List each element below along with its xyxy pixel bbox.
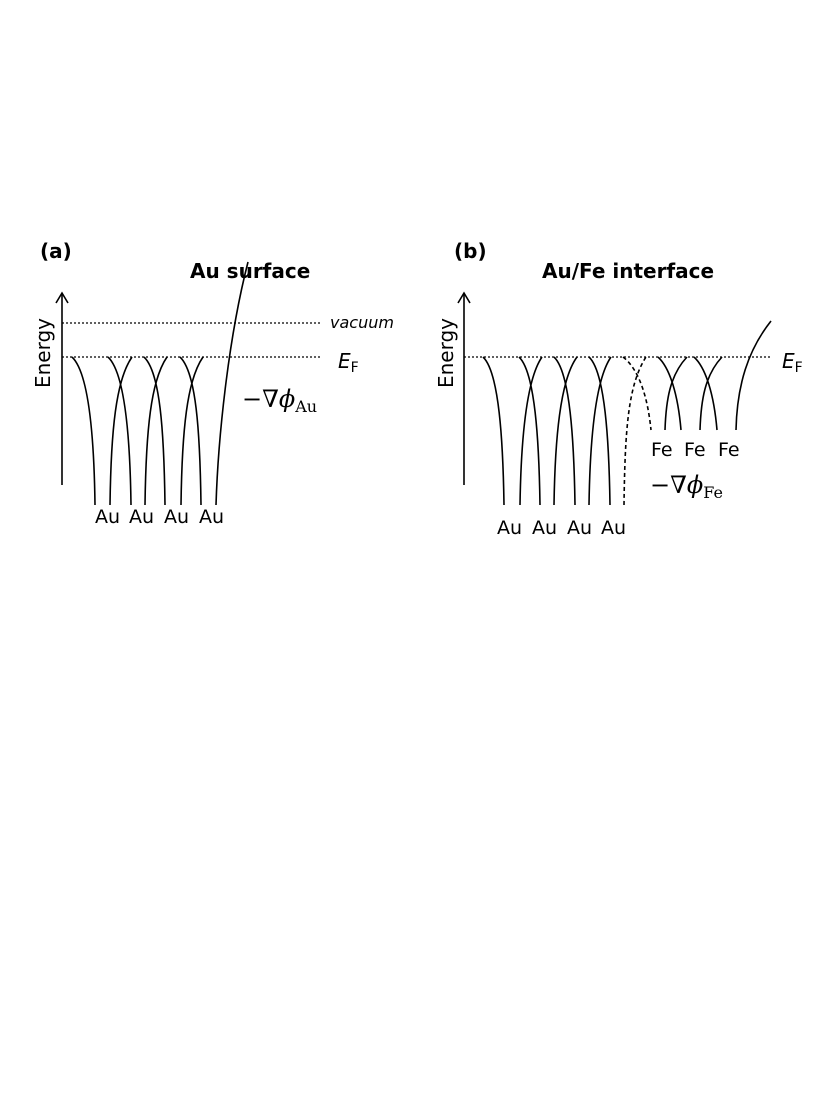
panel-b-gradient-label: −∇ϕFe xyxy=(650,471,723,502)
panel-a-energy-label: Energy xyxy=(31,318,55,388)
panel-a-atom-label: Au xyxy=(95,506,120,528)
panel-b-fe-atom-label: Fe xyxy=(684,439,706,461)
panel-b-energy-label: Energy xyxy=(434,318,458,388)
panel-b-au-atom-label: Au xyxy=(601,517,626,539)
panel-b: (b) Au/Fe interface Energy EF Fe Fe Fe xyxy=(434,239,803,539)
panel-a-potential-curve xyxy=(107,356,132,506)
panel-a-vacuum-label: vacuum xyxy=(330,313,394,332)
panel-a-potential-curve xyxy=(180,356,204,506)
panel-b-interface-dashed-curve xyxy=(623,356,647,506)
panel-a-atom-label: Au xyxy=(129,506,154,528)
panel-a-title: Au surface xyxy=(190,259,310,283)
panel-b-fe-potential-curve xyxy=(657,356,682,431)
panel-b-au-potential-curve xyxy=(553,356,578,506)
panel-b-gradient-main: −∇ϕ xyxy=(650,471,703,499)
panel-a-potential-curve xyxy=(109,356,133,506)
panel-a-label: (a) xyxy=(40,239,72,263)
panel-b-label: (b) xyxy=(454,239,487,263)
panel-b-au-potential-curve xyxy=(519,356,543,506)
panel-b-fermi-label: EF xyxy=(782,349,803,376)
panel-a-potential-curve xyxy=(143,356,166,506)
panel-b-au-atom-label: Au xyxy=(497,517,522,539)
panel-a-potential-curve xyxy=(71,356,96,506)
panel-a-atom-label: Au xyxy=(164,506,189,528)
panel-b-interface-dashed-curve xyxy=(622,356,652,431)
panel-b-au-potential-curve xyxy=(518,356,541,506)
panel-b-au-potential-curve xyxy=(482,356,505,506)
panel-b-au-potential-curve xyxy=(553,356,576,506)
panel-b-au-potential-curve xyxy=(588,356,612,506)
panel-a-potential-curve xyxy=(179,356,202,506)
panel-a-atom-label: Au xyxy=(199,506,224,528)
panel-b-fermi-sub: F xyxy=(795,360,803,376)
panel-a-gradient-sub: Au xyxy=(294,397,317,416)
panel-b-gradient-sub: Fe xyxy=(703,483,723,502)
panel-a-fermi-label: EF xyxy=(338,349,359,376)
panel-a-surface-curve xyxy=(215,261,249,506)
panel-b-au-potential-curve xyxy=(588,356,611,506)
panel-a-gradient-main: −∇ϕ xyxy=(242,385,295,413)
panel-b-fe-surface-curve xyxy=(735,320,772,431)
panel-a-energy-axis-arrow xyxy=(55,291,69,304)
panel-b-fe-potential-curve xyxy=(693,356,718,431)
panel-b-fe-atom-label: Fe xyxy=(651,439,673,461)
panel-b-title: Au/Fe interface xyxy=(542,259,714,283)
panel-b-energy-axis-arrow xyxy=(457,291,471,304)
panel-a-fermi-sub: F xyxy=(351,360,359,376)
panel-b-fe-atom-label: Fe xyxy=(718,439,740,461)
panel-b-fe-potential-curve xyxy=(664,356,688,431)
panel-a: (a) Au surface Energy vacuum EF −∇ϕAu Au… xyxy=(31,239,394,528)
panel-b-fermi-main: E xyxy=(782,349,795,373)
panel-b-au-atom-label: Au xyxy=(567,517,592,539)
panel-b-au-atom-label: Au xyxy=(532,517,557,539)
panel-a-fermi-main: E xyxy=(338,349,351,373)
panel-a-gradient-label: −∇ϕAu xyxy=(242,385,317,416)
panel-a-potential-curve xyxy=(144,356,168,506)
panel-b-fe-potential-curve xyxy=(699,356,723,431)
